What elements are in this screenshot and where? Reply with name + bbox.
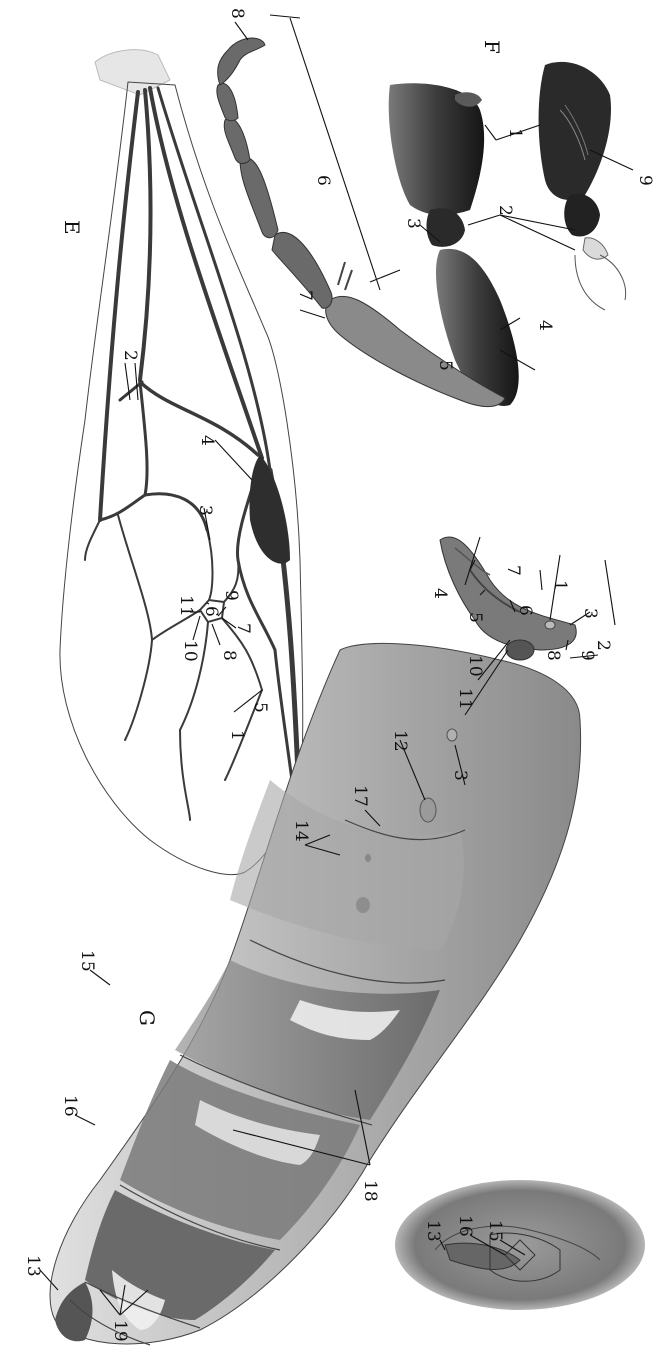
f-callout-5: 5 bbox=[435, 360, 455, 371]
sting-inset bbox=[395, 1180, 645, 1310]
g-callout-15b: 15 bbox=[485, 1220, 505, 1242]
g-callout-3a: 3 bbox=[580, 608, 600, 619]
spiracle-12 bbox=[420, 798, 436, 822]
f-callout-4: 4 bbox=[535, 320, 555, 331]
wing-minor-veins bbox=[85, 515, 262, 820]
e-callout-6: 6 bbox=[201, 606, 221, 617]
e-callout-5: 5 bbox=[250, 702, 270, 713]
g-callout-17: 17 bbox=[350, 785, 370, 807]
leg-detail-trochanter bbox=[564, 194, 600, 237]
e-callout-4: 4 bbox=[197, 435, 217, 446]
abdomen-petiole bbox=[440, 537, 576, 650]
g-callout-5: 5 bbox=[465, 612, 485, 623]
g-callout-8: 8 bbox=[543, 650, 563, 661]
g-callout-1: 1 bbox=[550, 580, 570, 591]
e-callout-8: 8 bbox=[219, 650, 239, 661]
f-callout-1: 1 bbox=[505, 128, 525, 139]
panel-e-wing: E 1 2 3 4 5 6 7 8 9 10 11 bbox=[60, 50, 303, 875]
e-callout-10: 10 bbox=[180, 640, 200, 662]
panel-e-letter: E bbox=[60, 220, 84, 235]
g-callout-9: 9 bbox=[577, 650, 597, 661]
panel-e-labels: E 1 2 3 4 5 6 7 8 9 10 11 bbox=[60, 220, 270, 741]
g-callout-15a: 15 bbox=[77, 950, 97, 972]
panel-f-letter: F bbox=[480, 40, 504, 54]
g-callout-16a: 16 bbox=[60, 1095, 80, 1117]
panel-g-abdomen: G 1 2 3 3 4 5 6 7 8 9 10 11 12 13 13 14 … bbox=[23, 537, 645, 1345]
e-callout-2: 2 bbox=[120, 350, 140, 361]
f-callout-7: 7 bbox=[295, 290, 315, 301]
g-callout-7: 7 bbox=[503, 565, 523, 576]
leg-detail-coxa bbox=[539, 62, 611, 200]
pterostigma bbox=[249, 455, 290, 564]
e-callout-1: 1 bbox=[227, 730, 247, 741]
g-callout-16b: 16 bbox=[455, 1215, 475, 1237]
spot-11 bbox=[506, 640, 534, 660]
g-callout-10: 10 bbox=[465, 655, 485, 677]
g-callout-12: 12 bbox=[390, 730, 410, 752]
f-callout-8: 8 bbox=[227, 8, 247, 19]
g-callout-13a: 13 bbox=[23, 1255, 43, 1277]
spiracle-dorsal bbox=[356, 897, 370, 913]
g-callout-6: 6 bbox=[515, 605, 535, 616]
panel-g-letter: G bbox=[135, 1010, 159, 1026]
spiracle-3 bbox=[447, 729, 457, 741]
g-callout-13b: 13 bbox=[423, 1220, 443, 1242]
leg-trochanter bbox=[426, 208, 465, 247]
e-callout-3: 3 bbox=[195, 505, 215, 516]
g-callout-18: 18 bbox=[360, 1180, 380, 1202]
f-callout-9: 9 bbox=[635, 175, 655, 186]
e-callout-11: 11 bbox=[176, 595, 196, 617]
panel-f-leg: F 1 2 3 4 5 6 7 8 9 bbox=[217, 8, 655, 407]
f-callout-3: 3 bbox=[403, 218, 423, 229]
g-callout-3b: 3 bbox=[450, 770, 470, 781]
g-callout-11: 11 bbox=[455, 688, 475, 710]
e-callout-9: 9 bbox=[221, 590, 241, 601]
g-callout-19: 19 bbox=[110, 1320, 130, 1342]
g-callout-14: 14 bbox=[291, 820, 311, 842]
e-callout-7: 7 bbox=[233, 623, 253, 634]
g-callout-4: 4 bbox=[430, 588, 450, 599]
leg-tarsus bbox=[217, 38, 332, 308]
f-callout-2: 2 bbox=[495, 205, 515, 216]
f-callout-6: 6 bbox=[313, 175, 333, 186]
